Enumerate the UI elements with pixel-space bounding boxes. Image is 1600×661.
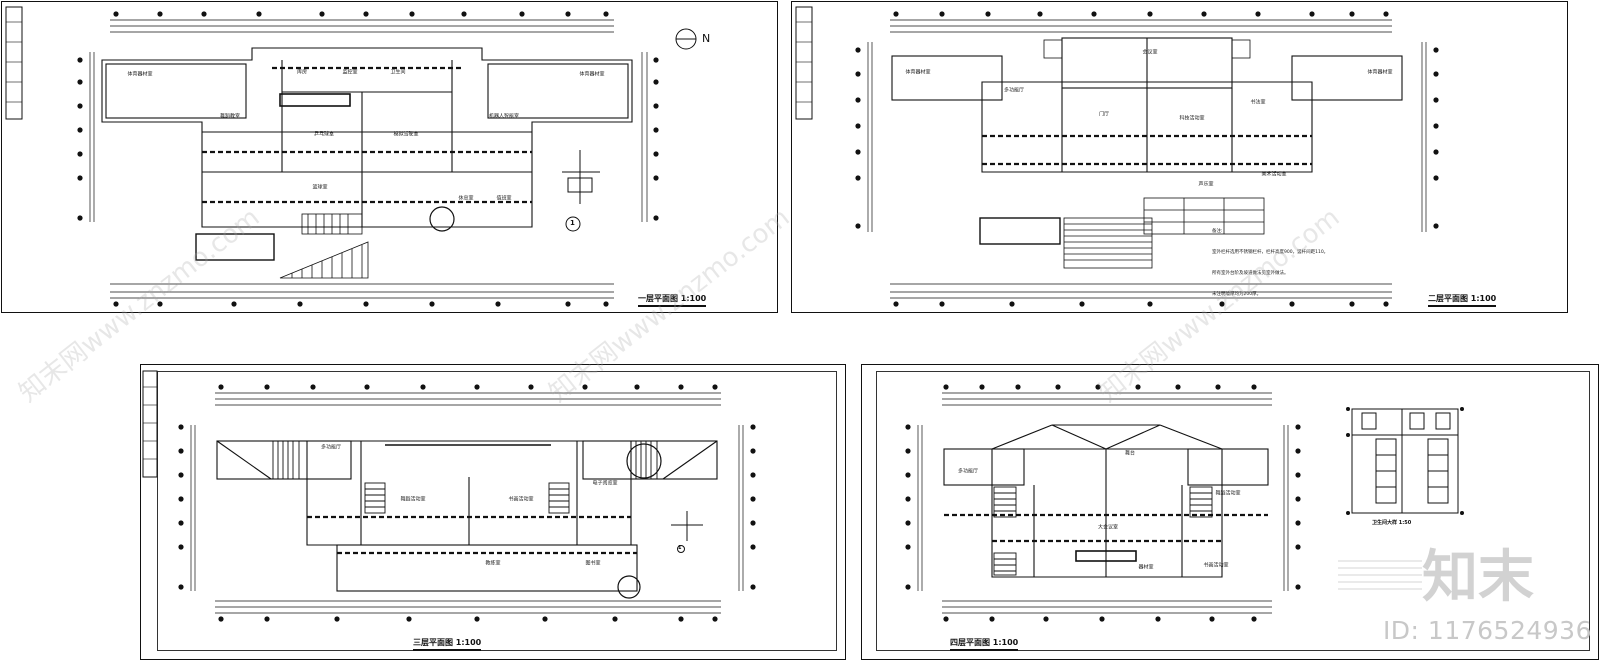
- note-line: 所有室外台阶及坡道做法见室外做法。: [1212, 271, 1289, 276]
- detail-callout-mark: 1: [570, 219, 575, 227]
- room-label: 体育器材室: [905, 69, 931, 76]
- room-label: 会议室: [1142, 49, 1158, 56]
- room-label: 监控室: [342, 69, 358, 76]
- room-label: 多功能厅: [957, 468, 979, 475]
- room-label: 门厅: [1098, 111, 1110, 118]
- room-label: 值班室: [496, 195, 512, 202]
- room-label: 体育器材室: [579, 71, 605, 78]
- floor-plan-3-drawing: [142, 370, 756, 622]
- note-line: 备注:: [1212, 229, 1223, 234]
- room-label: 声乐室: [1198, 181, 1214, 188]
- sheet-title: 四层平面图 1:100: [950, 637, 1019, 651]
- room-label: 舞蹈教室: [219, 113, 241, 120]
- sheet-title: 二层平面图 1:100: [1428, 293, 1497, 307]
- room-label: 机器人智能室: [488, 113, 520, 120]
- room-label: 科技活动室: [1179, 115, 1205, 122]
- room-label: 图书室: [585, 560, 601, 567]
- north-arrow-label: N: [702, 32, 711, 45]
- floor-plan-2-drawing: [795, 6, 1439, 307]
- room-label: 乒乓球室: [313, 131, 335, 138]
- design-notes: 备注: 室外栏杆选用不锈钢栏杆，栏杆高度900，竖杆间距110。 所有室外台阶及…: [1212, 214, 1328, 312]
- note-line: 室外栏杆选用不锈钢栏杆，栏杆高度900，竖杆间距110。: [1212, 250, 1329, 255]
- room-label: 多功能厅: [1003, 87, 1025, 94]
- room-label: 书法室: [1250, 99, 1266, 106]
- drawing-sheet-4: 多功能厅 舞台 大会议室 书画活动室 舞蹈活动室 器材室 卫生间大样 1:50 …: [861, 364, 1599, 660]
- room-label: 器材室: [1138, 564, 1154, 571]
- sheet-title: 三层平面图 1:100: [413, 637, 482, 651]
- room-label: 教练室: [485, 560, 501, 567]
- room-label: 电子阅览室: [592, 480, 618, 487]
- drawing-sheet-1: N 1 体育器材室 库房 监控室 卫生间 机器人智能室 体育器材室 舞蹈教室 乒…: [1, 1, 778, 313]
- room-label: 美术活动室: [1261, 171, 1287, 178]
- drawing-sheet-3: 1 多功能厅 舞蹈活动室 书画活动室 电子阅览室 教练室 图书室 三层平面图 1…: [140, 364, 846, 660]
- room-label: 体育器材室: [127, 71, 153, 78]
- floor-plan-1-drawing: [5, 6, 697, 307]
- sheet-title: 一层平面图 1:100: [638, 293, 707, 307]
- room-label: 舞台: [1124, 450, 1136, 457]
- room-label: 篮球室: [312, 184, 328, 191]
- note-line: 未注明墙厚均为200厚。: [1212, 292, 1262, 297]
- drawing-sheet-2: 体育器材室 多功能厅 门厅 科技活动室 书法室 体育器材室 会议室 声乐室 美术…: [791, 1, 1568, 313]
- detail-title: 卫生间大样 1:50: [1372, 520, 1412, 526]
- detail-callout-mark: 1: [678, 545, 682, 551]
- room-label: 模拟驾驶室: [393, 131, 419, 138]
- room-label: 舞蹈活动室: [1215, 490, 1241, 497]
- watermark-id: ID: 1176524936: [1382, 616, 1592, 645]
- room-label: 库房: [296, 69, 308, 76]
- floor-plan-4-drawing: [905, 384, 1464, 622]
- room-label: 大会议室: [1097, 524, 1119, 531]
- room-label: 体育器材室: [1367, 69, 1393, 76]
- watermark-logo: 知末: [1422, 545, 1534, 610]
- room-label: 书画活动室: [508, 496, 534, 503]
- sheet-inner-frame: [876, 371, 1590, 651]
- room-label: 舞蹈活动室: [400, 496, 426, 503]
- room-label: 休息室: [458, 195, 474, 202]
- room-label: 卫生间: [390, 69, 406, 76]
- room-label: 多功能厅: [320, 444, 342, 451]
- room-label: 书画活动室: [1203, 562, 1229, 569]
- sheet-inner-frame: [157, 371, 837, 651]
